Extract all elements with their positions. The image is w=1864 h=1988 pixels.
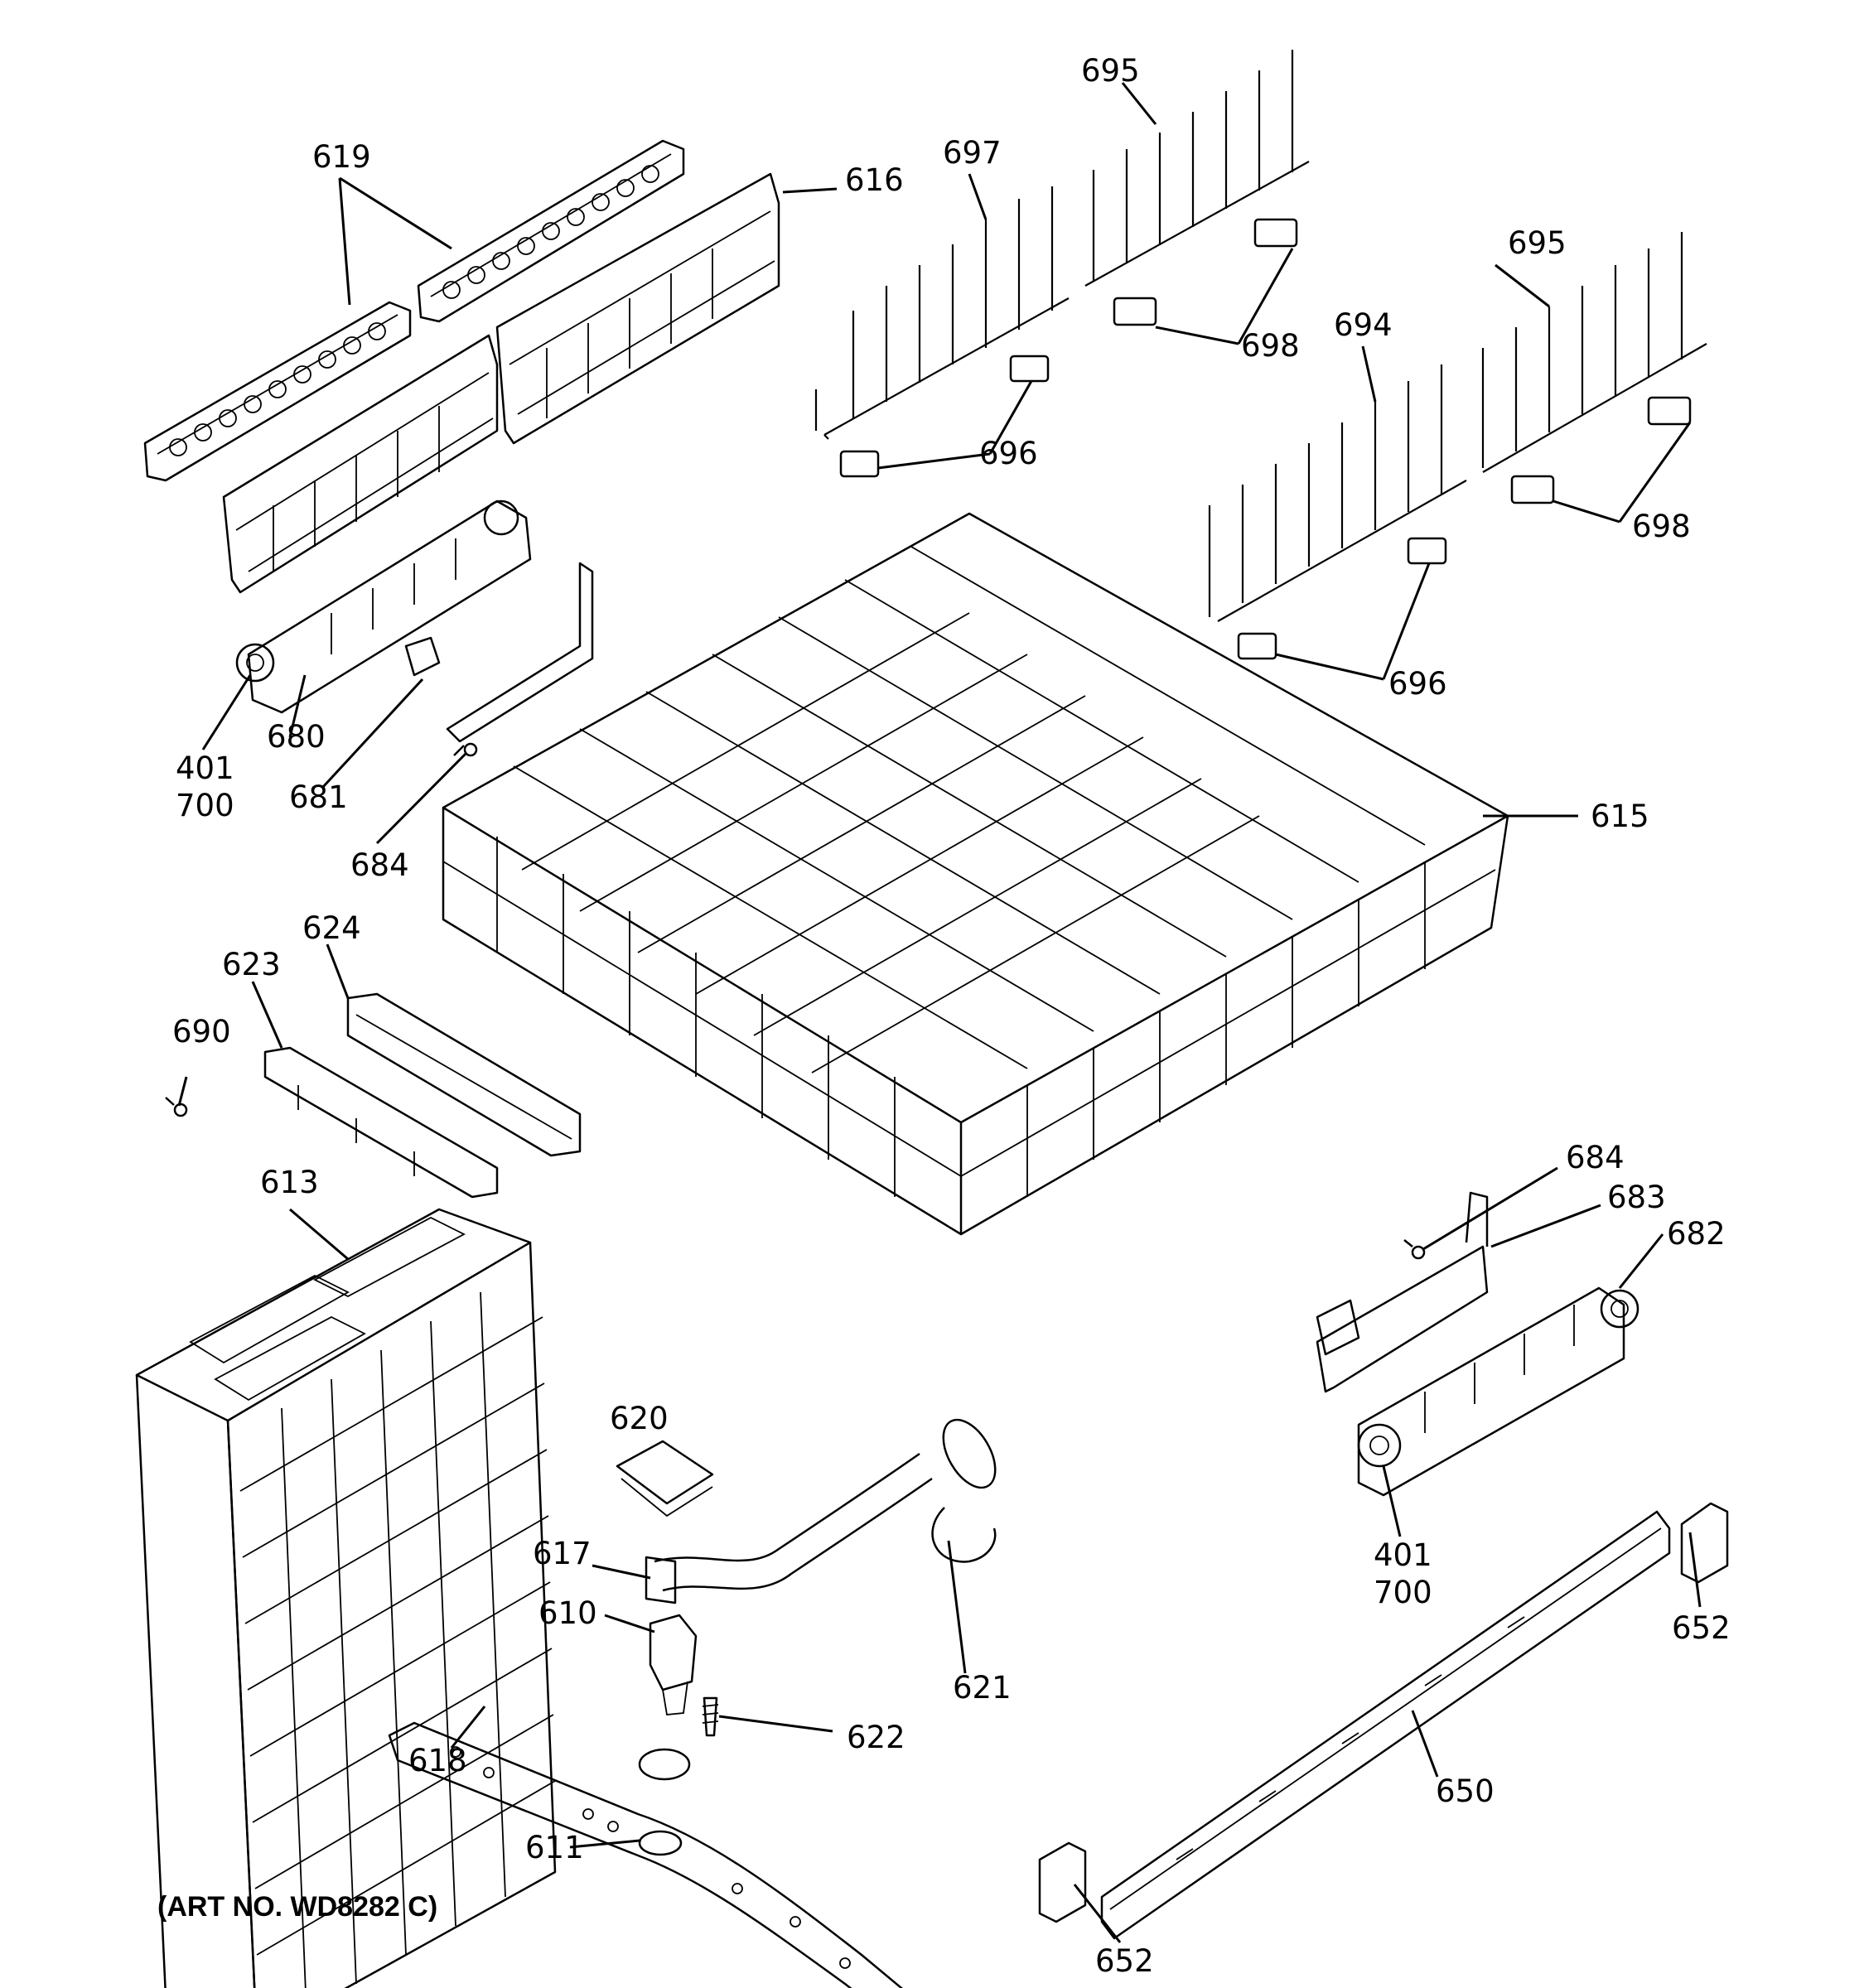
label-652-right: 652 — [1672, 1610, 1731, 1646]
label-616: 616 — [845, 162, 904, 198]
part-613-silverware-basket — [135, 1208, 557, 1988]
label-621: 621 — [953, 1670, 1012, 1706]
part-652-end-caps — [1038, 1502, 1729, 1923]
part-683-bracket — [1316, 1191, 1489, 1393]
part-695-tine-row-top — [1084, 50, 1310, 287]
label-681: 681 — [289, 779, 348, 815]
part-620-cap — [616, 1440, 714, 1518]
label-401-left: 401 — [176, 750, 234, 786]
label-623: 623 — [222, 947, 281, 982]
label-695-right: 695 — [1508, 225, 1567, 261]
label-696-right: 696 — [1388, 666, 1447, 702]
part-681-bracket — [404, 562, 594, 743]
label-694: 694 — [1334, 307, 1393, 343]
part-650-slide-rail — [1100, 1510, 1671, 1940]
label-696-top: 696 — [979, 436, 1038, 471]
label-650: 650 — [1436, 1773, 1495, 1809]
label-700-left: 700 — [176, 788, 234, 823]
part-clips-696-698 — [839, 218, 1692, 660]
art-number: (ART NO. WD8282 C) — [157, 1891, 437, 1923]
part-610-connector — [649, 1614, 698, 1715]
label-698-right: 698 — [1632, 509, 1691, 544]
label-682: 682 — [1667, 1216, 1726, 1252]
leader-lines — [177, 82, 1702, 1943]
part-690-screw — [165, 1097, 188, 1117]
part-624-rail — [346, 992, 582, 1157]
label-684-right: 684 — [1566, 1140, 1625, 1175]
label-690: 690 — [172, 1014, 231, 1049]
label-617: 617 — [533, 1536, 592, 1571]
label-611: 611 — [525, 1830, 584, 1865]
part-621-clamp — [931, 1507, 997, 1563]
label-700-right: 700 — [1374, 1575, 1432, 1610]
part-615-upper-rack — [442, 512, 1509, 1236]
label-695-top: 695 — [1081, 53, 1140, 89]
label-619: 619 — [312, 139, 371, 175]
label-610: 610 — [538, 1595, 597, 1631]
label-624: 624 — [302, 910, 361, 946]
part-697-tine-row — [814, 186, 1070, 440]
label-401-right: 401 — [1374, 1537, 1432, 1573]
part-680-roller-bracket — [235, 499, 532, 714]
label-683: 683 — [1607, 1180, 1666, 1215]
label-652-left: 652 — [1095, 1943, 1154, 1979]
label-620: 620 — [610, 1401, 669, 1436]
part-684-screw-right — [1403, 1239, 1426, 1260]
part-694-tine-row — [1208, 364, 1467, 622]
label-698-top: 698 — [1241, 328, 1300, 364]
part-682-roller-bracket — [1357, 1286, 1639, 1497]
part-611-washer — [638, 1830, 683, 1856]
part-623-rail — [263, 1046, 499, 1199]
part-616-frames — [222, 172, 780, 594]
part-618-spray-arm — [388, 1721, 903, 1988]
label-615: 615 — [1591, 799, 1649, 834]
part-labels: 695 697 619 616 695 694 698 696 698 696 … — [157, 53, 1731, 1979]
label-622: 622 — [847, 1720, 905, 1755]
label-613: 613 — [260, 1165, 319, 1200]
part-617-tube — [645, 1418, 997, 1604]
part-684-screw-left — [453, 742, 478, 757]
part-622-screw — [702, 1696, 719, 1737]
label-680: 680 — [267, 719, 326, 755]
label-618: 618 — [408, 1743, 467, 1778]
label-684-left: 684 — [350, 847, 409, 883]
part-619-tine-rails — [143, 139, 685, 482]
label-697: 697 — [943, 135, 1002, 171]
part-695-tine-row-right — [1481, 232, 1707, 473]
